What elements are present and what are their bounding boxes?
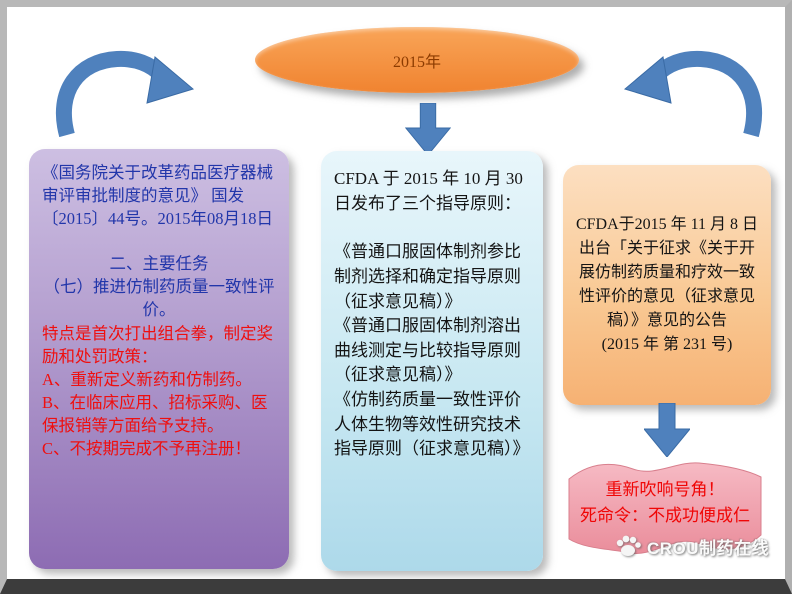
guideline-3: 《仿制药质量一致性评价人体生物等效性研究技术指导原则（征求意见稿）》 [334, 390, 530, 459]
announcement-text: CFDA于2015 年 11 月 8 日出台「关于征求《关于开展仿制药质量和疗效… [575, 216, 759, 329]
policy-point-b: B、在临床应用、招标采购、医保报销等方面给予支持。 [42, 392, 268, 435]
curved-arrow-left-icon [55, 50, 195, 137]
announcement-number: (2015 年 第 231 号) [601, 336, 733, 353]
slogan-text: 重新吹响号角！ 死命令：不成功便成仁 [559, 455, 771, 530]
policy-point-a: A、重新定义新药和仿制药。 [42, 369, 252, 389]
paw-icon [616, 535, 641, 556]
year-ellipse: 2015年 [255, 27, 579, 93]
policy-point-c: C、不按期完成不予再注册！ [42, 439, 252, 459]
policy-task-heading: 二、主要任务 [109, 254, 209, 274]
cfda-guidelines-box: CFDA 于 2015 年 10 月 30 日发布了三个指导原则： 《普通口服固… [321, 151, 543, 571]
policy-title: 《国务院关于改革药品医疗器械审评审批制度的意见》 国发〔2015〕44号。201… [42, 163, 273, 229]
guideline-2: 《普通口服固体制剂溶出曲线测定与比较指导原则（征求意见稿）》 [334, 316, 521, 385]
slogan-banner: 重新吹响号角！ 死命令：不成功便成仁 [559, 455, 771, 565]
year-label: 2015年 [392, 54, 441, 71]
guidelines-intro: CFDA 于 2015 年 10 月 30 日发布了三个指导原则： [334, 169, 523, 213]
curved-arrow-right-icon [623, 50, 763, 137]
watermark: CROU制药在线 [615, 533, 769, 559]
watermark-label: CROU制药在线 [646, 538, 769, 558]
slogan-line-2: 死命令：不成功便成仁 [580, 506, 750, 526]
guideline-1: 《普通口服固体制剂参比制剂选择和确定指导原则（征求意见稿）》 [334, 242, 521, 311]
cfda-announcement-box: CFDA于2015 年 11 月 8 日出台「关于征求《关于开展仿制药质量和疗效… [563, 165, 771, 405]
policy-task-item: （七）推进仿制药质量一致性评价。 [43, 277, 275, 320]
down-arrow-icon [405, 103, 451, 155]
down-arrow-icon [644, 403, 690, 457]
policy-feature: 特点是首次打出组合拳，制定奖励和处罚政策： [42, 323, 273, 366]
slogan-line-1: 重新吹响号角！ [605, 480, 725, 499]
state-council-policy-box: 《国务院关于改革药品医疗器械审评审批制度的意见》 国发〔2015〕44号。201… [29, 149, 289, 569]
